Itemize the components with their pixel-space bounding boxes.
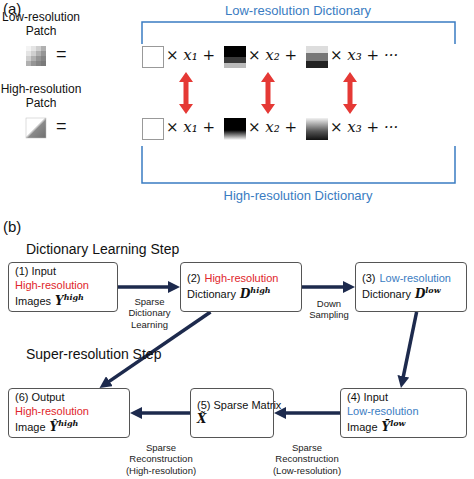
- text-line: Dictionary Dlow: [362, 285, 460, 302]
- dictionary-bracket: [142, 146, 455, 183]
- math-symbol: Ȳ: [382, 420, 391, 434]
- equals-sign: =: [56, 116, 67, 138]
- box-text: Images: [15, 295, 51, 307]
- coefficient-term: × x₃ + ···: [330, 118, 398, 136]
- panel-label: (b): [3, 218, 21, 236]
- math-symbol: D: [415, 287, 425, 301]
- dictionary-bracket: [142, 22, 455, 44]
- coefficient-term: × x₁ +: [166, 46, 215, 64]
- low-resolution-patch: [26, 46, 46, 66]
- edge-label: Down Sampling: [303, 298, 355, 321]
- box-text: (4) Input: [347, 391, 388, 403]
- flow-arrow: [302, 285, 349, 289]
- dictionary-label: High-resolution Dictionary: [213, 188, 383, 204]
- edge-label: Sparse Reconstruction (Low-resolution): [270, 442, 344, 476]
- box-text: (2): [187, 272, 200, 284]
- process-box: (3) Low-resolutionDictionary Dlow: [355, 262, 467, 312]
- process-box: (2) High-resolutionDictionary Dhigh: [180, 262, 302, 312]
- edge-label: Sparse Reconstruction (High-resolution): [124, 442, 198, 476]
- text-line: (4) Input: [347, 390, 460, 404]
- math-symbol: Y: [55, 294, 64, 308]
- superscript: low: [390, 418, 405, 428]
- box-text: Image: [15, 421, 46, 433]
- dictionary-atom: [224, 118, 246, 140]
- math-symbol: D: [240, 287, 250, 301]
- dictionary-label: Low-resolution Dictionary: [213, 3, 383, 19]
- correspondence-arrow: [261, 72, 275, 114]
- text-line: (1) Input: [15, 264, 111, 278]
- edge-label: Sparse Dictionary Learning: [119, 296, 180, 330]
- superscript: high: [250, 285, 270, 295]
- superscript: low: [425, 285, 440, 295]
- process-box: (4) InputLow-resolutionImage Ȳlow: [340, 388, 467, 438]
- text-line: Image Ȳlow: [347, 418, 460, 435]
- coefficient-term: × x₂ +: [248, 118, 297, 136]
- box-text: Low-resolution: [379, 272, 451, 284]
- flow-arrow: [402, 312, 416, 382]
- box-text: Dictionary: [362, 288, 411, 300]
- box-text: (1) Input: [15, 265, 56, 277]
- correspondence-arrow: [179, 72, 193, 114]
- box-text: Low-resolution: [347, 405, 419, 417]
- patch-label: Low-resolution Patch: [0, 10, 82, 39]
- text-line: Dictionary Dhigh: [187, 285, 295, 302]
- superscript: high: [58, 418, 78, 428]
- text-line: Image Ŷhigh: [15, 418, 123, 435]
- dictionary-atom: [306, 46, 328, 68]
- text-line: High-resolution: [15, 278, 111, 292]
- box-text: High-resolution: [15, 279, 89, 291]
- coefficient-term: × x₂ +: [248, 46, 297, 64]
- flow-arrow: [136, 411, 190, 415]
- dictionary-atom: [143, 119, 164, 140]
- text-line: Low-resolution: [347, 404, 460, 418]
- box-text: Image: [347, 421, 378, 433]
- text-line: (6) Output: [15, 390, 123, 404]
- box-text: Dictionary: [187, 288, 236, 300]
- flow-arrow: [280, 411, 340, 415]
- coefficient-term: × x₁ +: [166, 118, 215, 136]
- dictionary-atom: [306, 118, 328, 140]
- box-text: High-resolution: [15, 405, 89, 417]
- dictionary-atom: [224, 46, 246, 68]
- math-symbol: X̃: [197, 412, 206, 426]
- step-heading: Dictionary Learning Step: [26, 241, 179, 258]
- math-symbol: Ŷ: [50, 420, 59, 434]
- text-line: (3) Low-resolution: [362, 271, 460, 285]
- box-text: (5) Sparse Matrix: [197, 399, 281, 411]
- text-line: High-resolution: [15, 404, 123, 418]
- box-text: High-resolution: [204, 272, 278, 284]
- text-line: X̃: [197, 412, 267, 427]
- superscript: high: [64, 292, 84, 302]
- box-text: (6) Output: [15, 391, 65, 403]
- flow-arrow: [118, 285, 174, 289]
- coefficient-term: × x₃ + ···: [330, 46, 398, 64]
- process-box: (6) OutputHigh-resolutionImage Ŷhigh: [8, 388, 130, 438]
- process-box: (5) Sparse MatrixX̃: [190, 388, 274, 438]
- text-line: Images Yhigh: [15, 292, 111, 309]
- process-box: (1) InputHigh-resolutionImages Yhigh: [8, 262, 118, 312]
- step-heading: Super-resolution Step: [26, 346, 161, 363]
- text-line: (5) Sparse Matrix: [197, 398, 267, 412]
- dictionary-atom: [143, 47, 164, 68]
- box-text: (3): [362, 272, 375, 284]
- text-line: (2) High-resolution: [187, 271, 295, 285]
- equals-sign: =: [56, 44, 67, 66]
- high-resolution-patch: [26, 118, 46, 138]
- patch-label: High-resolution Patch: [0, 82, 82, 111]
- correspondence-arrow: [343, 72, 357, 114]
